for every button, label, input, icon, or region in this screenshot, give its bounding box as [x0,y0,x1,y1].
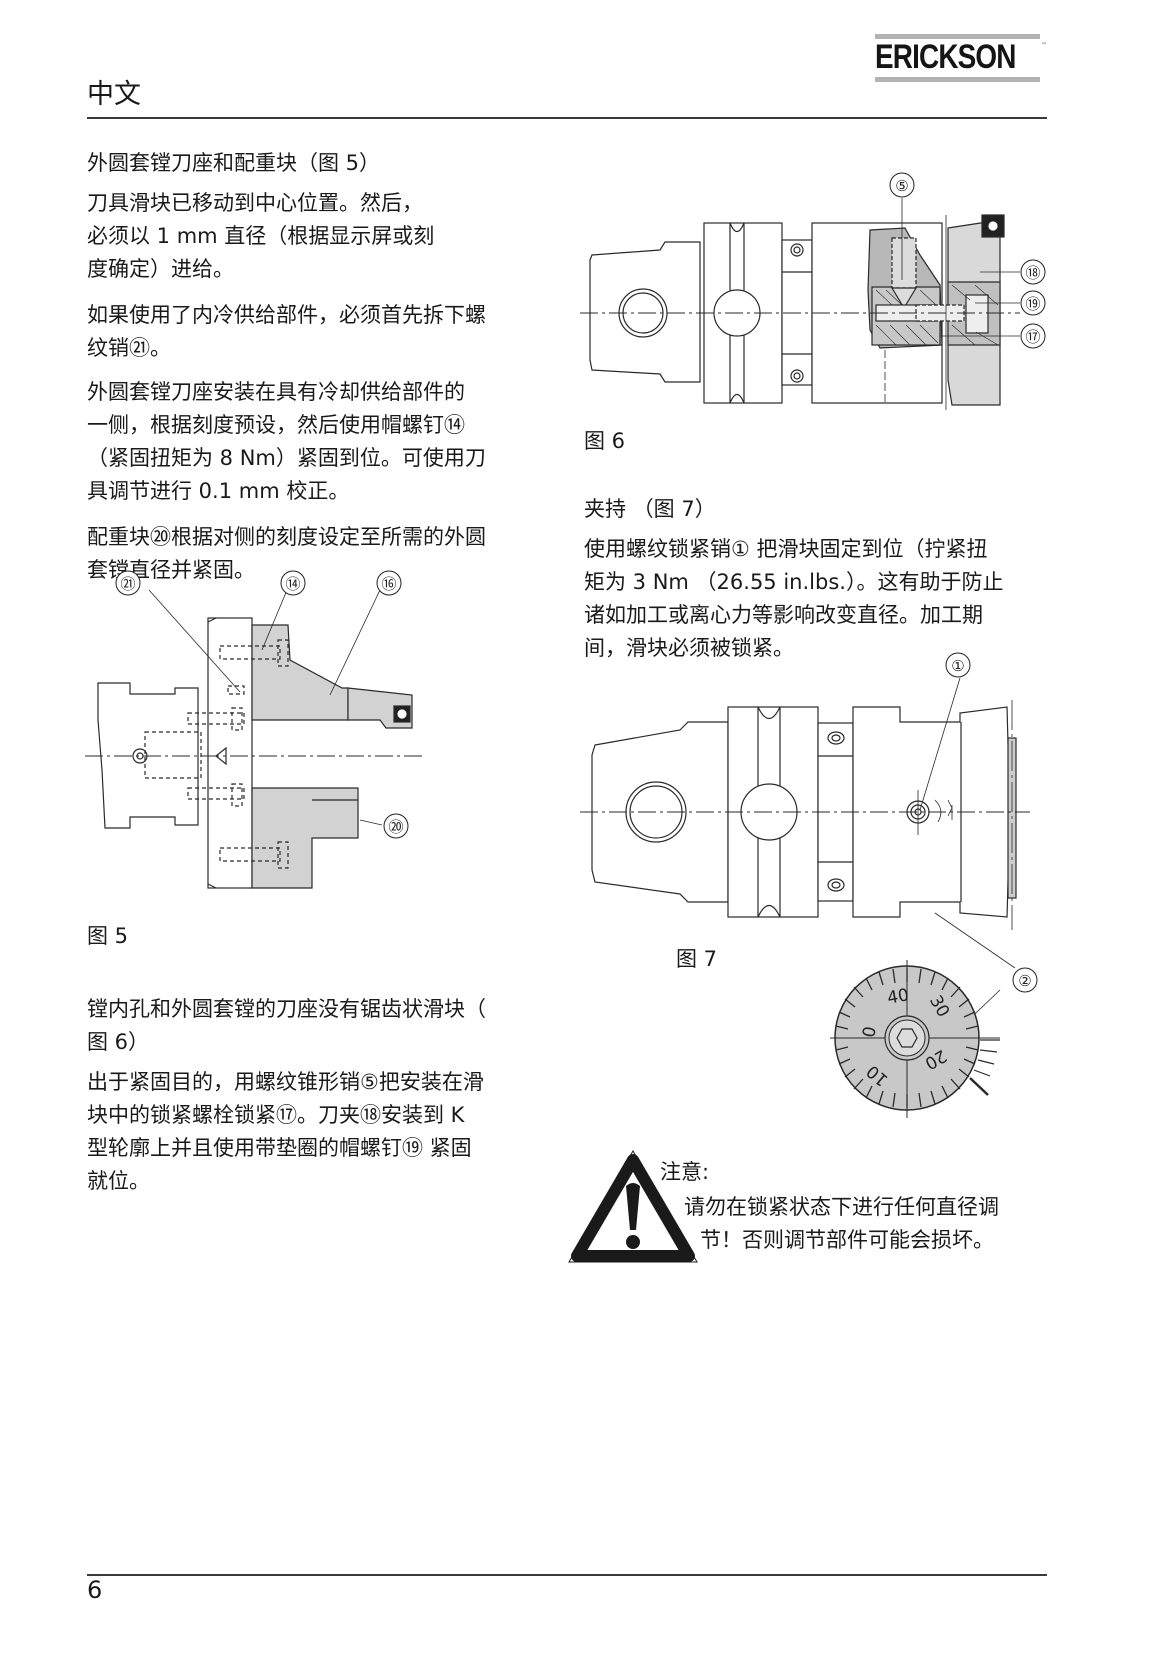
text-line: 具调节进行 0.1 mm 校正。 [87,479,350,503]
paragraph-holder-install: 外圆套镗刀座安装在具有冷却供给部件的 一侧，根据刻度预设，然后使用帽螺钉⑭ （紧… [87,376,486,508]
dial-label-40: 40 [886,985,911,1008]
figure-6-drawing: ⑤ ⑱ ⑲ ⑰ [580,172,1046,410]
page-number: 6 [87,1576,103,1604]
footer-rule [87,1574,1047,1576]
text-line: 度确定）进给。 [87,257,234,281]
warning-line-2: 节！否则调节部件可能会损坏。 [700,1228,994,1252]
paragraph-slider-centered: 刀具滑块已移动到中心位置。然后， 必须以 1 mm 直径（根据显示屏或刻 度确定… [87,187,434,286]
text-line: 出于紧固目的，用螺纹锥形销⑤把安装在滑 [87,1070,484,1094]
text-line: 刀具滑块已移动到中心位置。然后， [87,191,423,215]
erickson-logo: ERICKSON ™ [875,34,1047,82]
callout-16: ⑯ [381,575,396,593]
logo-trademark: ™ [1041,42,1047,49]
logo-top-bar [875,34,1040,39]
callout-1: ① [951,657,964,675]
paragraph-counterweight: 配重块⑳根据对侧的刻度设定至所需的外圆 套镗直径并紧固。 [87,521,486,587]
text-line: 如果使用了内冷供给部件，必须首先拆下螺 [87,303,486,327]
text-line: 块中的锁紧螺栓锁紧⑰。刀夹⑱安装到 K [87,1103,465,1127]
language-title: 中文 [87,79,141,110]
figure-5-caption: 图 5 [87,924,129,948]
text-line: 一侧，根据刻度预设，然后使用帽螺钉⑭ [87,413,465,437]
text-line: 使用螺纹锁紧销① 把滑块固定到位（拧紧扭 [584,537,988,561]
warning-line-1: 请勿在锁紧状态下进行任何直径调 [684,1195,999,1219]
header-rule [87,117,1047,119]
callout-20: ⑳ [388,818,403,836]
warning-title: 注意: [660,1160,710,1184]
text-line: 套镗直径并紧固。 [87,558,255,582]
adjustment-dial: 0 10 20 30 40 [830,960,1000,1118]
heading-line: 图 6） [87,1030,150,1054]
section-heading-fig7: 夹持 （图 7） [584,497,716,521]
paragraph-remove-pin: 如果使用了内冷供给部件，必须首先拆下螺 纹销㉑。 [87,299,486,365]
callout-21: ㉑ [120,575,135,593]
heading-line: 镗内孔和外圆套镗的刀座没有锯齿状滑块（ [87,997,486,1021]
figure-6-caption: 图 6 [584,429,626,453]
text-line: 纹销㉑。 [87,336,171,360]
paragraph-taper-pin: 出于紧固目的，用螺纹锥形销⑤把安装在滑 块中的锁紧螺栓锁紧⑰。刀夹⑱安装到 K … [87,1066,484,1198]
paragraph-locking-pin: 使用螺纹锁紧销① 把滑块固定到位（拧紧扭 矩为 3 Nm （26.55 in.l… [584,533,1003,665]
text-line: 外圆套镗刀座安装在具有冷却供给部件的 [87,380,465,404]
text-line: （紧固扭矩为 8 Nm）紧固到位。可使用刀 [87,446,486,470]
callout-14: ⑭ [285,575,300,593]
warning-triangle-icon [568,1149,698,1263]
logo-text: ERICKSON [875,38,1016,76]
callout-17: ⑰ [1025,328,1040,346]
dial-label-0: 0 [859,1025,881,1039]
section-heading-fig6: 镗内孔和外圆套镗的刀座没有锯齿状滑块（ 图 6） [87,993,486,1059]
text-line: 配重块⑳根据对侧的刻度设定至所需的外圆 [87,525,486,549]
callout-18: ⑱ [1025,264,1040,282]
text-line: 必须以 1 mm 直径（根据显示屏或刻 [87,224,435,248]
callout-19: ⑲ [1025,295,1040,313]
figure-7-caption: 图 7 [676,947,718,971]
section-heading-fig5: 外圆套镗刀座和配重块（图 5） [87,151,381,175]
text-line: 诸如加工或离心力等影响改变直径。加工期 [584,603,983,627]
figure-5-drawing: ㉑ ⑭ ⑯ ⑳ [85,570,425,889]
text-line: 间，滑块必须被锁紧。 [584,636,794,660]
text-line: 就位。 [87,1169,150,1193]
callout-5: ⑤ [895,177,908,195]
figure-7-drawing: 0 10 20 30 40 ① ② [580,652,1038,1118]
callout-2: ② [1018,972,1031,990]
logo-bottom-bar [875,77,1040,82]
text-line: 型轮廓上并且使用带垫圈的帽螺钉⑲ 紧固 [87,1136,472,1160]
text-line: 矩为 3 Nm （26.55 in.lbs.）。这有助于防止 [584,570,1004,594]
